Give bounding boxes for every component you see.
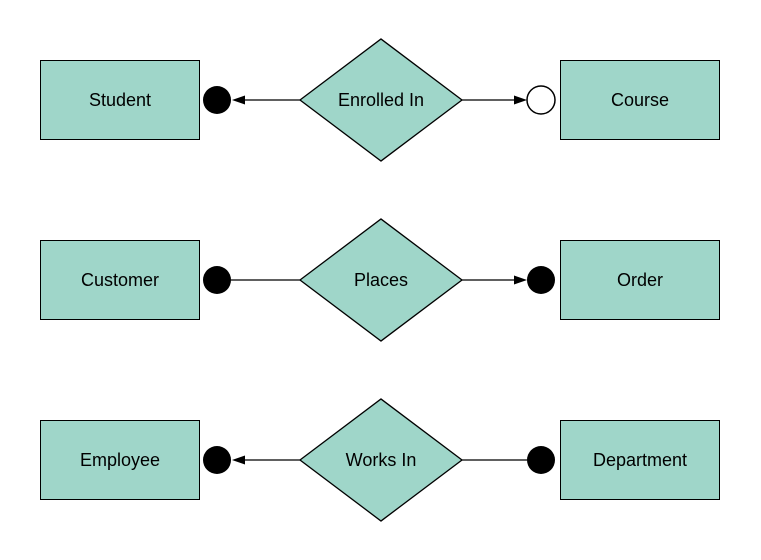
arrowhead-left-icon	[232, 95, 245, 105]
cardinality-filled-circle-customer	[203, 266, 231, 294]
relationship-diamond-places	[298, 218, 464, 342]
arrowhead-right-icon	[514, 95, 527, 105]
cardinality-filled-circle-department	[527, 446, 555, 474]
entity-order: Order	[560, 240, 720, 320]
relationship-diamond-works-in	[298, 398, 464, 522]
entity-employee: Employee	[40, 420, 200, 500]
entity-student: Student	[40, 60, 200, 140]
cardinality-open-circle-course	[526, 85, 556, 115]
entity-customer: Customer	[40, 240, 200, 320]
cardinality-filled-circle-student	[203, 86, 231, 114]
arrowhead-left-icon	[232, 455, 245, 465]
arrowhead-right-icon	[514, 275, 527, 285]
cardinality-filled-circle-employee	[203, 446, 231, 474]
cardinality-filled-circle-order	[527, 266, 555, 294]
relationship-diamond-enrolled-in	[298, 38, 464, 162]
entity-course: Course	[560, 60, 720, 140]
entity-department: Department	[560, 420, 720, 500]
